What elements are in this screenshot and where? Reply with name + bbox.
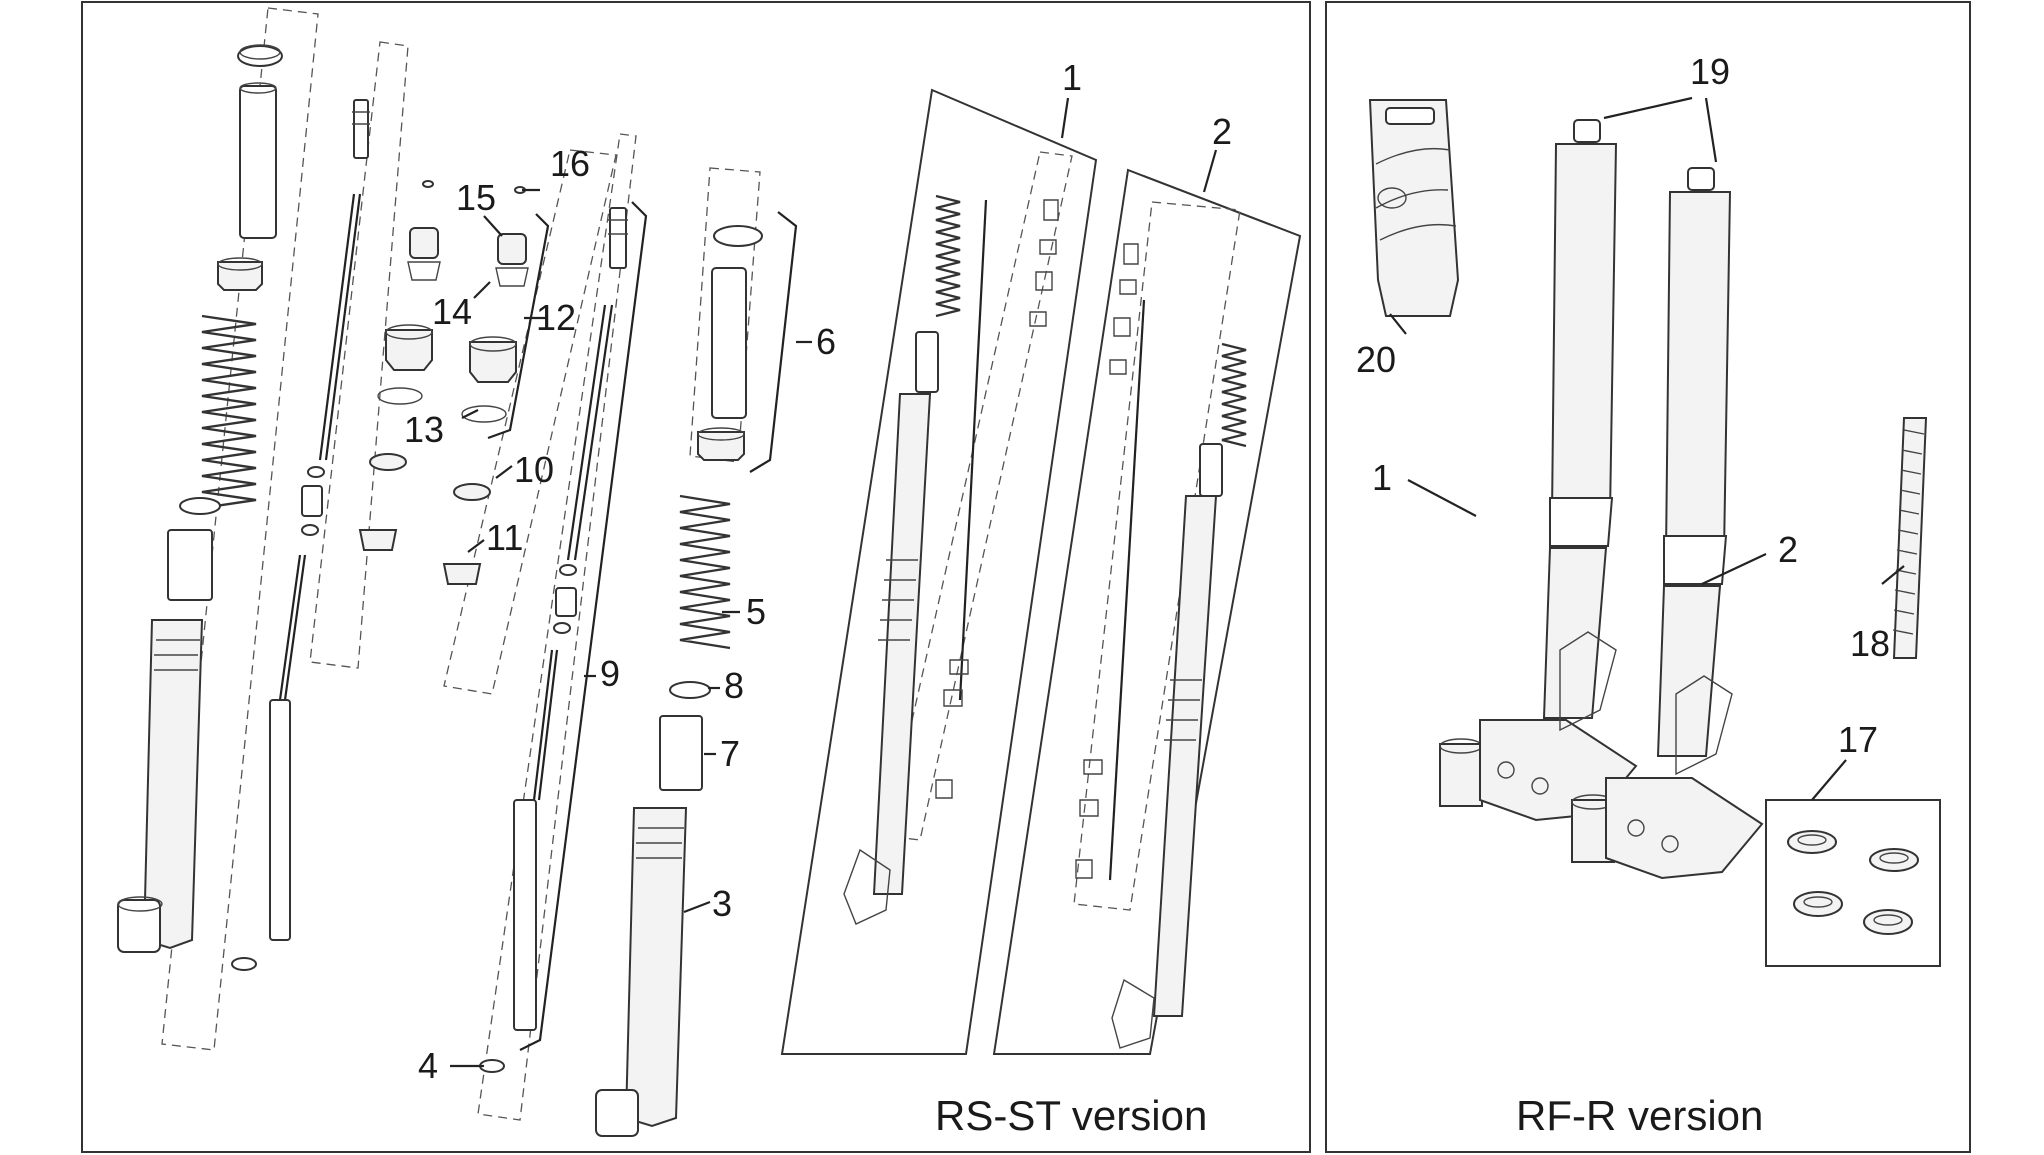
rs-st-assembled-leg-2 <box>1075 243 1247 1049</box>
callout-rs-3: 3 <box>712 883 732 924</box>
seal-kit-rings <box>1787 830 1919 935</box>
callout-rs-4: 4 <box>418 1045 438 1086</box>
dashed-group-valves <box>443 149 617 695</box>
callout-rf-1: 1 <box>1372 457 1392 498</box>
callout-rs-16: 16 <box>550 143 590 184</box>
dashed-inner-box-2 <box>1073 201 1241 911</box>
callout-rf-19: 19 <box>1690 51 1730 92</box>
callout-rs-11: 11 <box>486 517 523 558</box>
dashed-inner-box-1 <box>885 151 1073 841</box>
callout-rs-7: 7 <box>720 733 740 774</box>
callout-rs-13: 13 <box>404 409 444 450</box>
rf-r-version-label: RF-R version <box>1516 1092 1763 1139</box>
callout-rs-2: 2 <box>1212 111 1232 152</box>
rs-st-leader-lines <box>450 97 1218 1068</box>
right-fork-leg <box>595 225 763 1137</box>
callout-rs-10: 10 <box>514 449 554 490</box>
callout-rs-5: 5 <box>746 591 766 632</box>
callout-rs-14: 14 <box>432 291 472 332</box>
rf-r-callouts: 1 2 17 18 19 20 <box>1356 51 1890 760</box>
rs-st-assembly-box-1 <box>780 88 1098 1055</box>
rs-st-panel-frame <box>81 1 1311 1153</box>
callout-rf-2: 2 <box>1778 529 1798 570</box>
callout-rs-12: 12 <box>536 297 576 338</box>
rs-st-assembly-box-2 <box>992 168 1302 1055</box>
callout-rf-17: 17 <box>1838 719 1878 760</box>
dashed-group-inner-tube <box>477 133 637 1121</box>
left-fork-leg <box>117 44 283 971</box>
fork-tool <box>1368 99 1460 317</box>
rf-r-fork-leg-1 <box>1439 119 1638 822</box>
callout-rs-1: 1 <box>1062 57 1082 98</box>
rf-r-leader-lines <box>1389 96 1905 801</box>
callout-rs-9: 9 <box>600 653 620 694</box>
rf-r-fork-leg-2 <box>1571 167 1764 880</box>
callout-rs-6: 6 <box>816 321 836 362</box>
rs-st-assembled-leg-1 <box>843 194 1059 925</box>
damper-cartridge-rod <box>269 99 370 941</box>
valve-assembly <box>358 180 529 585</box>
rs-st-callouts: 1 2 3 4 5 6 7 8 9 10 11 12 13 14 15 16 <box>404 57 1232 1086</box>
bracket-12 <box>487 213 550 440</box>
inner-rod-assembly <box>479 207 628 1073</box>
seal-kit-box <box>1765 799 1941 967</box>
bracket-6 <box>749 211 798 473</box>
dashed-group-cartridge <box>309 41 409 669</box>
bracket-9 <box>519 201 648 1051</box>
rf-r-spring <box>1892 417 1928 659</box>
callout-rs-15: 15 <box>456 177 496 218</box>
rf-r-panel-frame <box>1325 1 1971 1153</box>
callout-rs-8: 8 <box>724 665 744 706</box>
callout-rf-18: 18 <box>1850 623 1890 664</box>
rs-st-version-label: RS-ST version <box>935 1092 1207 1139</box>
dashed-group-spring-kit <box>689 167 761 463</box>
callout-rf-20: 20 <box>1356 339 1396 380</box>
